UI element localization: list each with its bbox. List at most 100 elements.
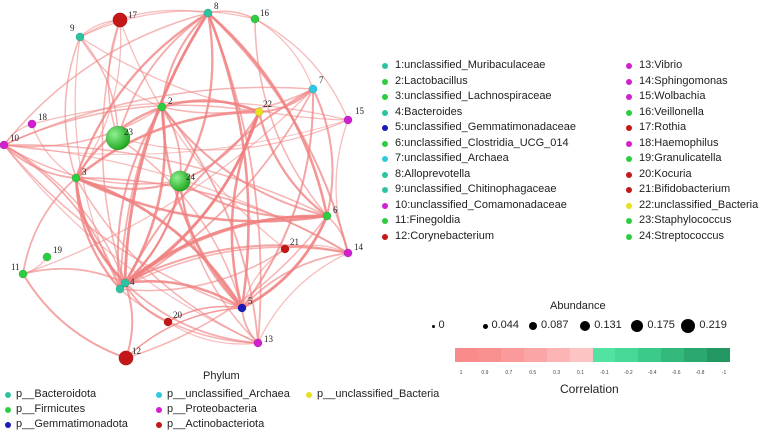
edge-1-9 <box>74 36 121 290</box>
colorbar-segment-11 <box>707 348 731 362</box>
legend-item-14-swatch <box>626 78 632 85</box>
node-16: 16 <box>250 8 270 24</box>
edge-12-5 <box>125 307 243 359</box>
legend-item-23-swatch <box>626 218 632 224</box>
colorbar-tick-2: 0.7 <box>505 370 513 376</box>
legend-item-6-label: 6:unclassified_Clostridia_UCG_014 <box>395 136 569 149</box>
node-22: 22 <box>254 99 272 117</box>
colorbar-tick-5: 0.1 <box>577 370 585 376</box>
legend-item-10-label: 10:unclassified_Comamonadaceae <box>395 198 567 211</box>
node-14-circle <box>343 248 353 258</box>
node-7-label: 7 <box>319 75 324 85</box>
edge-6-7 <box>311 87 334 218</box>
edge-9-15 <box>79 36 349 121</box>
node-5-circle <box>237 303 247 313</box>
legend-item-16-swatch <box>626 109 632 116</box>
edge-21-5 <box>241 248 286 309</box>
node-13-circle <box>253 338 263 348</box>
edge-14-21 <box>284 244 349 254</box>
legend-item-2-label: 2:Lactobacillus <box>395 74 468 87</box>
legend-item-22-label: 22:unclassified_Bacteria <box>639 198 759 211</box>
phylum-legend-item-3-swatch <box>5 407 11 413</box>
edge-1-14 <box>119 246 349 290</box>
node-23-label: 23 <box>124 127 134 137</box>
node-20-circle <box>163 317 173 327</box>
legend-item-23-label: 23:Staphylococcus <box>639 214 732 226</box>
node-13: 13 <box>253 334 274 348</box>
edge-10-13 <box>3 144 259 344</box>
phylum-legend-title: Phylum <box>203 370 240 382</box>
correlation-legend-title: Correlation <box>560 382 619 396</box>
colorbar-segment-9 <box>661 348 685 362</box>
legend-item-12-swatch <box>382 233 388 240</box>
colorbar-segment-1 <box>477 348 501 362</box>
edge-8-14 <box>206 11 350 255</box>
node-4-label: 4 <box>130 277 135 287</box>
node-2-label: 2 <box>168 96 173 106</box>
colorbar-tick-9: -0.6 <box>671 370 681 376</box>
colorbar-segment-3 <box>523 348 547 362</box>
legend-item-8-swatch <box>382 171 388 178</box>
node-16-label: 16 <box>260 8 270 18</box>
network-nodes: 123456789101112131415161718192021222324 <box>0 1 365 366</box>
colorbar-segment-4 <box>546 348 570 362</box>
phylum-legend-item-3-label: p__Firmicutes <box>16 403 86 415</box>
node-18-label: 18 <box>38 112 48 122</box>
abundance-item-0-label: 0 <box>438 319 445 331</box>
colorbar-segment-0 <box>455 348 478 362</box>
edge-16-6 <box>254 18 328 217</box>
edge-20-5 <box>167 305 243 323</box>
edge-17-21 <box>119 19 286 250</box>
legend-item-7-swatch <box>382 156 388 162</box>
edge-11-3 <box>22 177 77 275</box>
colorbar-segment-6 <box>592 348 616 362</box>
edge-16-7 <box>254 18 314 90</box>
node-1-circle <box>115 284 125 294</box>
phylum-legend-item-1-label: p__unclassified_Archaea <box>167 388 290 400</box>
node-8-circle <box>203 8 213 18</box>
edge-8-10 <box>3 12 209 146</box>
node-9-circle <box>75 32 85 42</box>
node-8: 8 <box>203 1 219 18</box>
node-4-circle <box>120 278 130 288</box>
node-8-label: 8 <box>214 1 219 11</box>
phylum-legend-item-4-label: p__Proteobacteria <box>167 403 257 415</box>
node-4: 4 <box>120 277 135 288</box>
edge-18-3 <box>31 123 77 179</box>
node-13-label: 13 <box>264 334 274 344</box>
node-23-circle <box>105 125 131 151</box>
node-6: 6 <box>322 205 338 221</box>
phylum-legend-item-6-label: p__Actinobacteriota <box>167 418 265 430</box>
legend-item-1-label: 1:unclassified_Muribaculaceae <box>395 59 546 71</box>
legend-item-8-label: 8:Alloprevotella <box>395 167 471 180</box>
node-6-label: 6 <box>333 205 338 215</box>
edge-6-12 <box>125 215 328 359</box>
colorbar-tick-0: 1 <box>459 370 463 376</box>
colorbar-tick-4: 0.3 <box>553 370 561 376</box>
edge-14-15 <box>335 119 349 254</box>
legend-item-10-swatch <box>382 202 388 209</box>
phylum-legend-item-1-swatch <box>156 392 162 398</box>
node-3-label: 3 <box>82 167 87 177</box>
edge-16-15 <box>254 18 349 121</box>
legend-item-2-swatch <box>382 78 388 85</box>
edge-24-13 <box>179 180 259 344</box>
legend-item-3-label: 3:unclassified_Lachnospiraceae <box>395 90 552 102</box>
node-17: 17 <box>112 10 138 28</box>
node-9: 9 <box>70 23 85 42</box>
edge-23-17 <box>107 19 121 139</box>
legend-item-20-label: 20:Kocuria <box>639 167 692 180</box>
edge-1-21 <box>119 248 286 292</box>
node-14-label: 14 <box>354 242 364 252</box>
node-15-label: 15 <box>355 106 365 116</box>
node-21-label: 21 <box>290 237 299 247</box>
node-14: 14 <box>343 242 364 258</box>
legend-item-15-swatch <box>626 94 632 100</box>
abundance-item-1-dot <box>482 323 488 329</box>
edge-9-16 <box>79 10 256 38</box>
phylum-legend-item-2-swatch <box>306 392 312 398</box>
node-24-label: 24 <box>186 172 196 182</box>
legend-item-17-label: 17:Rothia <box>639 121 687 133</box>
node-7-circle <box>308 84 318 94</box>
